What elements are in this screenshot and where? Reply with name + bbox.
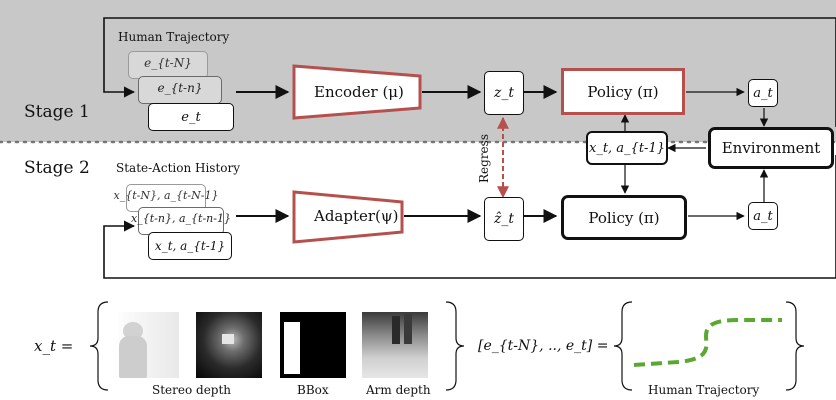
history-item-e-t: e_t — [148, 103, 234, 131]
state-action-box: x_t, a_{t-1} — [586, 131, 668, 165]
stage2-loop-arrow — [103, 155, 836, 279]
bbox-label: BBox — [295, 383, 331, 397]
human-trajectory-curve — [633, 318, 782, 367]
xt-brace-left — [89, 301, 109, 391]
encoder-block — [292, 64, 422, 120]
arm-depth-label: Arm depth — [364, 383, 433, 397]
trajectory-definition-lhs: [e_{t-N}, .., e_t] = — [478, 338, 609, 354]
latent-z-hat-box: ẑ_t — [484, 197, 524, 241]
stereo-depth-label: Stereo depth — [150, 383, 234, 397]
action-box-stage2: a_t — [748, 202, 778, 230]
adapter-label: Adapter(ψ) — [314, 207, 399, 225]
state-action-history-title: State-Action History — [116, 161, 241, 175]
adapter-block — [292, 190, 404, 244]
policy-box-stage1: Policy (π) — [561, 68, 685, 115]
environment-box: Environment — [708, 127, 834, 169]
stereo-depth-image-2 — [196, 312, 262, 378]
bbox-image — [280, 312, 346, 378]
history-item-e-t-N: e_{t-N} — [128, 51, 208, 79]
action-box-stage1: a_t — [748, 79, 778, 107]
stereo-depth-image-1 — [113, 312, 179, 378]
traj-brace-left — [613, 301, 633, 391]
history-item-e-t-n: e_{t-n} — [138, 76, 222, 104]
regress-label: Regress — [477, 134, 491, 183]
policy-box-stage2: Policy (π) — [561, 195, 687, 240]
arm-depth-image — [362, 312, 428, 378]
traj-brace-right — [785, 301, 805, 391]
stage1-label: Stage 1 — [24, 102, 90, 122]
encoder-label: Encoder (μ) — [314, 83, 404, 101]
stage1-background — [0, 0, 836, 142]
stage1-loop-arrow — [103, 17, 836, 127]
stage2-label: Stage 2 — [24, 158, 90, 178]
xt-brace-right — [445, 301, 465, 391]
latent-z-box: z_t — [484, 71, 524, 115]
human-trajectory-label: Human Trajectory — [646, 383, 762, 397]
history-item-x-t: x_t, a_{t-1} — [148, 232, 232, 260]
human-trajectory-title: Human Trajectory — [118, 30, 230, 44]
xt-definition-lhs: x_t = — [34, 337, 74, 355]
history-item-x-t-n: x_{t-n}, a_{t-n-1} — [131, 207, 231, 235]
